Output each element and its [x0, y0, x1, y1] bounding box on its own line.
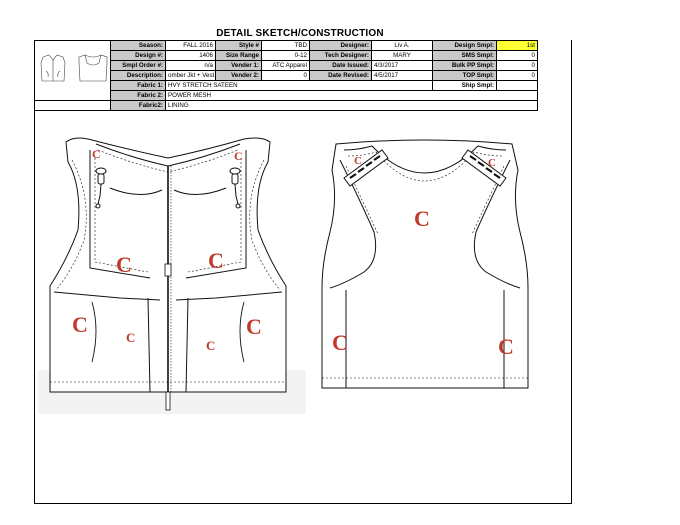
fabric-callout: C: [414, 206, 430, 231]
fabric-callout: C: [354, 155, 362, 167]
drawcord-toggle-right-icon: [229, 167, 241, 209]
fabric3-value: LINING: [165, 100, 538, 111]
fabric-callouts: C C C C C C C C C C C C C: [72, 147, 514, 359]
fabric-callout: C: [126, 330, 135, 345]
fabric-callout: C: [332, 330, 348, 355]
fabric-callout: C: [116, 252, 132, 277]
fabric-callout: C: [234, 149, 243, 163]
fabric-callout: C: [488, 157, 496, 169]
drawcord-toggle-left-icon: [95, 167, 107, 209]
spec-table: Season: FALL 2016 Style # TBD Designer: …: [34, 40, 571, 111]
fabric-callout: C: [92, 147, 101, 161]
fabric-callout: C: [498, 334, 514, 359]
sheet-frame: [34, 40, 572, 504]
spec-row-7: Fabric2: LINING: [34, 100, 571, 111]
thumbnail-cell: [34, 40, 111, 101]
vest-back-sketch: [321, 139, 529, 389]
fabric-callout: C: [208, 248, 224, 273]
vest-thumbnail-icon: [40, 54, 108, 82]
fabric-callout: C: [246, 314, 262, 339]
spec-row-2: Design #: 1406 Size Range 0-12 Tech Desi…: [35, 50, 571, 61]
page-title: DETAIL SKETCH/CONSTRUCTION: [216, 28, 384, 39]
fabric-callout: C: [206, 338, 215, 353]
vest-front-sketch: [38, 137, 306, 414]
fabric-callout: C: [72, 312, 88, 337]
